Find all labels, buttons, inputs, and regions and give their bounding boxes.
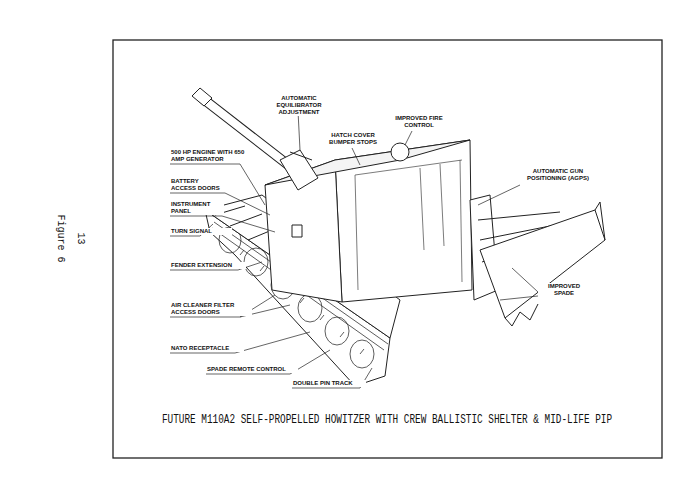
page-margin-note: Figure 6 <box>55 204 66 274</box>
callout-label: AIR CLEANER FILTER ACCESS DOORS <box>170 302 252 316</box>
callout-label: IMPROVED FIRE CONTROL <box>392 115 446 129</box>
leader-lines <box>170 111 538 388</box>
callout-label: NATO RECEPTACLE <box>170 345 244 352</box>
callout-label: AUTOMATIC EQUILIBRATOR ADJUSTMENT <box>258 95 340 116</box>
callout-label: DOUBLE PIN TRACK <box>292 380 366 387</box>
figure-title: FUTURE M110A2 SELF-PROPELLED HOWITZER WI… <box>162 412 612 427</box>
callout-label: FENDER EXTENSION <box>170 262 246 269</box>
muzzle <box>192 88 212 106</box>
callout-label: 500 HP ENGINE WITH 650 AMP GENERATOR <box>170 149 246 163</box>
dome <box>391 143 409 161</box>
callout-label: BATTERY ACCESS DOORS <box>170 178 224 192</box>
callout-label: HATCH COVER BUMPER STOPS <box>325 132 381 146</box>
callout-label: TURN SIGNAL <box>170 228 232 235</box>
callout-label: INSTRUMENT PANEL <box>170 201 224 215</box>
callout-label: IMPROVED SPADE <box>538 283 590 297</box>
page-margin-note: 13 <box>75 224 86 254</box>
frame <box>113 40 662 458</box>
callout-label: SPADE REMOTE CONTROL <box>206 366 298 373</box>
spade <box>480 210 605 318</box>
vehicle <box>192 88 605 386</box>
cradle <box>280 150 318 190</box>
callout-label: AUTOMATIC GUN POSITIONING (AGPS) <box>520 168 596 182</box>
